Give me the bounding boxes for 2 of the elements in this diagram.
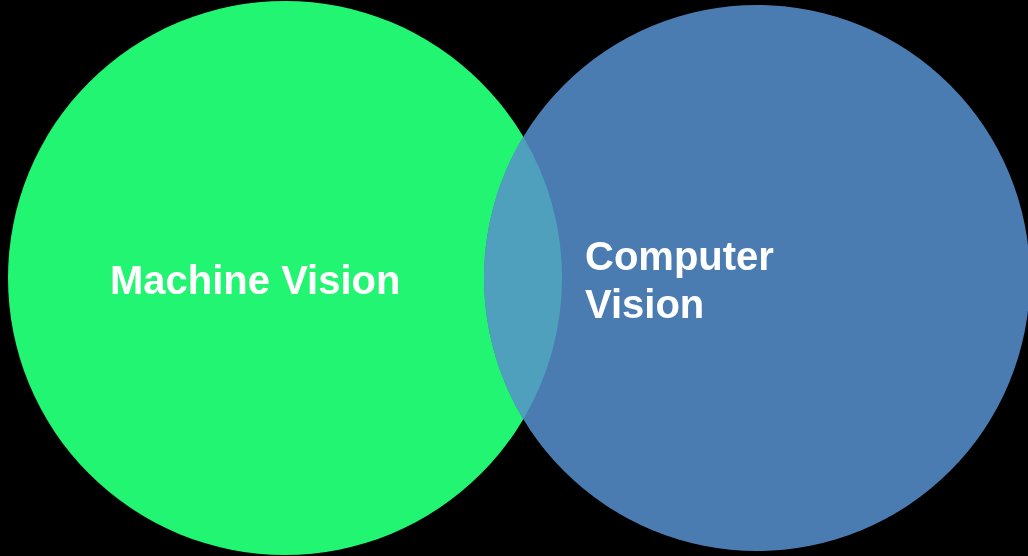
circle-label: Machine Vision bbox=[110, 257, 402, 304]
circle-label: Computer Vision bbox=[585, 233, 775, 328]
